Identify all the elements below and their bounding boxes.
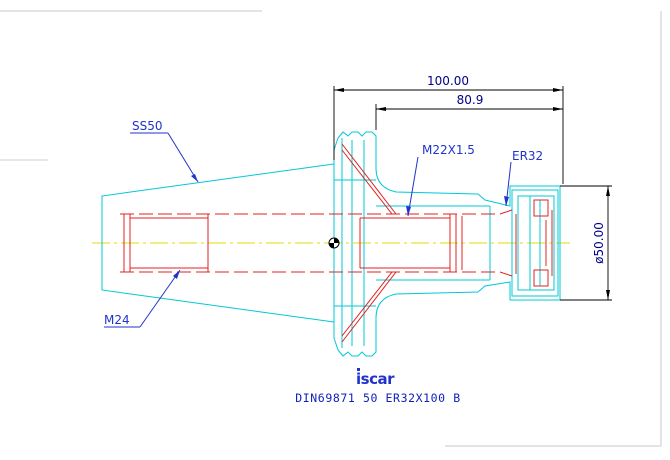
logo-wordmark: iscar bbox=[356, 370, 395, 388]
leader-m24 bbox=[104, 269, 181, 328]
frame-lines bbox=[0, 10, 662, 447]
dimension-overall-length bbox=[333, 86, 564, 184]
bore-outline bbox=[376, 205, 491, 281]
label-m24: M24 bbox=[104, 313, 130, 327]
leader-er32 bbox=[504, 161, 512, 207]
hidden-lines bbox=[120, 143, 513, 343]
diameter-value: ø50.00 bbox=[592, 222, 606, 264]
label-ss50: SS50 bbox=[132, 119, 163, 133]
collet-nut bbox=[511, 189, 559, 297]
dimension-diameter bbox=[560, 185, 612, 301]
label-er32: ER32 bbox=[512, 149, 543, 163]
gauge-length-value: 80.9 bbox=[457, 93, 484, 107]
overall-length-value: 100.00 bbox=[427, 74, 469, 88]
dimension-gauge-length bbox=[375, 104, 563, 130]
flange-outline bbox=[333, 131, 561, 357]
label-m22x1-5: M22X1.5 bbox=[422, 143, 475, 157]
leader-ss50 bbox=[130, 132, 199, 183]
part-designation: DIN69871 50 ER32X100 B bbox=[295, 391, 461, 405]
gauge-point-marker bbox=[328, 237, 340, 249]
iscar-logo: iscar bbox=[356, 368, 396, 388]
leader-m22 bbox=[406, 156, 419, 217]
